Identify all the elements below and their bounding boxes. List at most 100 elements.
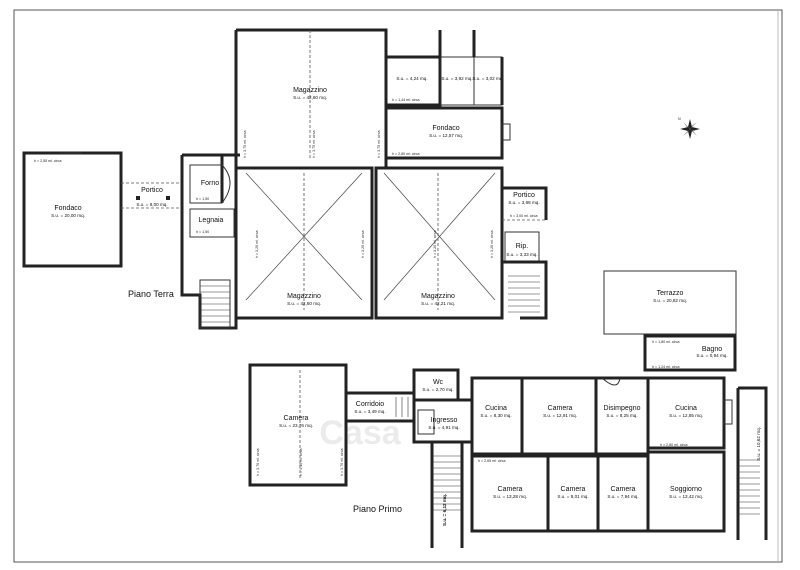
- room-label: Magazzino: [293, 87, 327, 94]
- svg-text:h = 1,50: h = 1,50: [196, 230, 209, 234]
- room-area: S.u. = 10,62 mq.: [756, 427, 761, 461]
- svg-text:h = 2,80 ml. circa: h = 2,80 ml. circa: [660, 443, 687, 447]
- svg-text:h = 1,80 ml. circa: h = 1,80 ml. circa: [652, 340, 679, 344]
- room-area: S.u. = 3,49 mq.: [354, 409, 385, 414]
- level-label-first: Piano Primo: [353, 504, 402, 514]
- room-area: S.u. = 7,94 mq.: [607, 494, 638, 499]
- svg-text:h = 1,24 ml. circa: h = 1,24 ml. circa: [652, 365, 679, 369]
- svg-text:h = 1,44 ml. circa: h = 1,44 ml. circa: [392, 98, 419, 102]
- room-magazzino-top: Magazzino S.u. = 42,60 mq. h = 3,75 ml. …: [234, 28, 388, 168]
- compass-icon: N: [678, 117, 700, 139]
- room-small-1: S.u. = 4,24 mq. h = 1,44 ml. circa: [384, 55, 442, 107]
- room-area: S.u. = 42,60 mq.: [287, 301, 321, 306]
- room-area: S.u. = 13,42 mq.: [669, 494, 703, 499]
- stair-first-left: S.u. = 6,12 mq.: [430, 442, 464, 548]
- svg-text:h = 2,65 ml. circa: h = 2,65 ml. circa: [478, 459, 505, 463]
- svg-text:h = 3,75 ml. circa: h = 3,75 ml. circa: [377, 131, 381, 158]
- room-label: Camera: [611, 486, 636, 493]
- room-wc: Wc S.u. = 2,70 mq.: [412, 368, 460, 402]
- room-camera-top: Camera S.u. = 12,91 mq.: [520, 376, 598, 456]
- room-ripostiglio: Rip. S.u. = 3,33 mq.: [504, 231, 540, 263]
- room-label: Magazzino: [287, 293, 321, 300]
- room-fondaco-right: Fondaco S.u. = 12,57 mq. h = 2,80 ml. ci…: [384, 106, 511, 160]
- room-camera-left: Camera S.u. = 23,76 mq. h = 3,70 ml. cir…: [248, 363, 348, 487]
- room-area: S.u. = 3,33 mq.: [506, 252, 537, 257]
- svg-text:h = 2,80 ml. circa: h = 2,80 ml. circa: [392, 152, 419, 156]
- sheet-border: [13, 9, 783, 563]
- room-area: S.u. = 4,91 mq.: [428, 425, 459, 430]
- room-label: Cucina: [485, 405, 507, 412]
- room-area: S.u. = 8,25 mq.: [606, 413, 637, 418]
- room-area: S.u. = 8,01 mq.: [557, 494, 588, 499]
- svg-text:h = 3,75 ml. circa: h = 3,75 ml. circa: [243, 131, 247, 158]
- room-area: S.u. = 2,70 mq.: [422, 387, 453, 392]
- svg-text:h = 3,20 ml. circa: h = 3,20 ml. circa: [490, 231, 494, 258]
- room-cucina-1: Cucina S.u. = 8,30 mq.: [470, 376, 524, 456]
- room-label: Soggiorno: [670, 486, 702, 493]
- svg-text:h = 2,55 ml. circa: h = 2,55 ml. circa: [34, 159, 61, 163]
- svg-text:h = 1,50: h = 1,50: [196, 197, 209, 201]
- level-label-ground: Piano Terra: [128, 289, 174, 299]
- svg-text:h = 3,70 ml. circa: h = 3,70 ml. circa: [340, 449, 344, 476]
- room-label: Camera: [284, 415, 309, 422]
- room-camera-bottom-3: Camera S.u. = 7,94 mq.: [596, 454, 650, 533]
- room-camera-bottom-1: h = 2,65 ml. circa Camera S.u. = 13,28 m…: [470, 454, 550, 533]
- room-label: Camera: [561, 486, 586, 493]
- stair-ground-right: [502, 260, 548, 320]
- stair-ground-left: [180, 242, 238, 330]
- room-area: S.u. = 42,60 mq.: [293, 95, 327, 100]
- room-area: S.u. = 42,21 mq.: [421, 301, 455, 306]
- room-small-2: S.u. = 3,92 mq.: [440, 56, 475, 106]
- room-label: Magazzino: [421, 293, 455, 300]
- svg-text:h = 3,20 ml. circa: h = 3,20 ml. circa: [255, 231, 259, 258]
- room-area: S.u. = 8,30 mq.: [480, 413, 511, 418]
- room-soggiorno: Soggiorno S.u. = 13,42 mq.: [646, 450, 726, 533]
- room-area: S.u. = 3,68 mq.: [508, 200, 539, 205]
- room-label: Forno: [201, 180, 219, 187]
- room-terrazzo: Terrazzo S.u. = 20,82 mq.: [603, 270, 737, 335]
- room-legnaia: Legnaia h = 1,50: [189, 208, 235, 238]
- svg-text:h = 3,20 ml. circa: h = 3,20 ml. circa: [361, 231, 365, 258]
- room-area: S.u. = 0,94 mq.: [696, 353, 727, 358]
- room-area: S.u. = 8,00 mq.: [136, 202, 167, 207]
- room-disimpegno: Disimpegno S.u. = 8,25 mq.: [594, 376, 650, 456]
- room-ingresso: Ingresso S.u. = 4,91 mq.: [412, 398, 474, 444]
- room-corridoio: Corridoio S.u. = 3,49 mq.: [346, 391, 414, 423]
- room-label: Wc: [433, 379, 444, 386]
- room-magazzino-bottom-right: Magazzino S.u. = 42,21 mq. h = 3,20 ml. …: [374, 166, 504, 320]
- room-area: S.u. = 20,82 mq.: [653, 298, 687, 303]
- room-area: S.u. = 4,24 mq.: [396, 76, 427, 81]
- room-area: S.u. = 12,85 mq.: [669, 413, 703, 418]
- room-label: Disimpegno: [604, 405, 641, 412]
- room-area: S.u. = 3,02 mq.: [472, 76, 503, 81]
- room-area: S.u. = 23,76 mq.: [279, 423, 313, 428]
- room-portico-left: Portico S.u. = 8,00 mq.: [121, 182, 182, 209]
- stair-first-right: S.u. = 10,62 mq.: [736, 386, 768, 540]
- room-magazzino-bottom-left: Magazzino S.u. = 42,60 mq. h = 3,20 ml. …: [234, 166, 374, 320]
- svg-text:h = 3,00 ml. circa: h = 3,00 ml. circa: [510, 214, 537, 218]
- room-fondaco-left: h = 2,55 ml. circa Fondaco S.u. = 20,00 …: [22, 151, 123, 268]
- svg-text:h = 3,70 ml. circa: h = 3,70 ml. circa: [256, 449, 260, 476]
- room-label: Portico: [141, 187, 163, 194]
- svg-text:h = 4,10 ml. circa: h = 4,10 ml. circa: [299, 449, 303, 476]
- room-label: Corridoio: [356, 401, 385, 408]
- room-label: Cucina: [675, 405, 697, 412]
- room-small-3: S.u. = 3,02 mq.: [472, 56, 504, 106]
- room-label: Rip.: [516, 243, 529, 250]
- room-label: Bagno: [702, 346, 722, 353]
- room-area: S.u. = 20,00 mq.: [51, 213, 85, 218]
- room-area: S.u. = 6,12 mq.: [442, 494, 447, 526]
- room-camera-bottom-2: Camera S.u. = 8,01 mq.: [546, 454, 600, 533]
- room-label: Portico: [513, 192, 535, 199]
- room-label: Fondaco: [432, 125, 459, 132]
- svg-text:N: N: [678, 117, 681, 121]
- room-label: Terrazzo: [657, 290, 684, 297]
- room-bagno: h = 1,80 ml. circa Bagno S.u. = 0,94 mq.…: [643, 334, 737, 372]
- svg-text:h = 3,20 ml. circa: h = 3,20 ml. circa: [433, 231, 437, 258]
- room-label: Camera: [548, 405, 573, 412]
- svg-text:h = 3,75 ml. circa: h = 3,75 ml. circa: [312, 131, 316, 158]
- room-area: S.u. = 12,91 mq.: [543, 413, 577, 418]
- room-area: S.u. = 12,57 mq.: [429, 133, 463, 138]
- room-portico-right: Portico S.u. = 3,68 mq. h = 3,00 ml. cir…: [502, 186, 548, 221]
